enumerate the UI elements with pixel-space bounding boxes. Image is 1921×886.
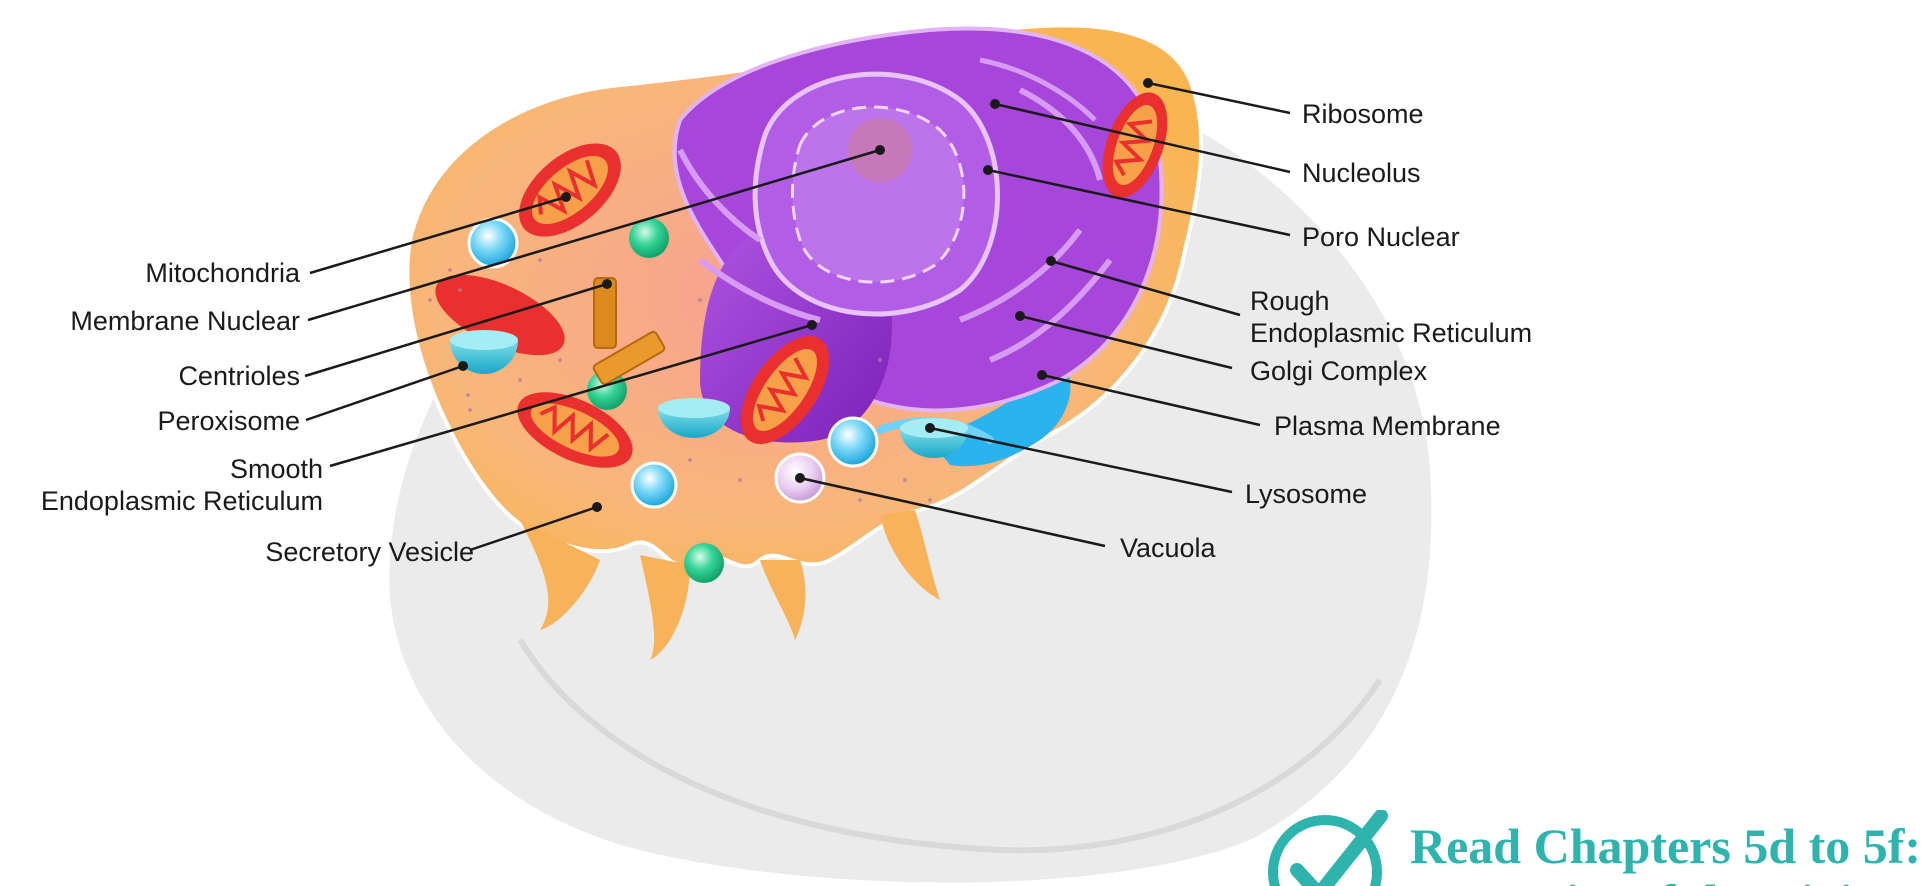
label-plasma-membrane: Plasma Membrane bbox=[1274, 410, 1501, 442]
label-smooth-er: Smooth Endoplasmic Reticulum bbox=[41, 453, 323, 517]
label-smooth-er-line1: Smooth bbox=[41, 453, 323, 485]
label-secretory-vesicle: Secretory Vesicle bbox=[265, 536, 474, 568]
label-membrane-nuclear: Membrane Nuclear bbox=[70, 305, 300, 337]
label-golgi-complex: Golgi Complex bbox=[1250, 355, 1427, 387]
label-vacuola: Vacuola bbox=[1120, 532, 1216, 564]
callout-text: Read Chapters 5d to 5f: Dynamics of the … bbox=[1410, 818, 1921, 886]
label-ribosome: Ribosome bbox=[1302, 98, 1424, 130]
label-nucleolus: Nucleolus bbox=[1302, 157, 1421, 189]
callout-line1: Read Chapters 5d to 5f: bbox=[1410, 818, 1921, 874]
label-smooth-er-line2: Endoplasmic Reticulum bbox=[41, 485, 323, 517]
read-chapters-callout[interactable]: Read Chapters 5d to 5f: Dynamics of the … bbox=[1255, 810, 1921, 886]
label-peroxisome: Peroxisome bbox=[157, 405, 300, 437]
check-circle-icon bbox=[1255, 810, 1395, 886]
label-mitochondria: Mitochondria bbox=[145, 257, 300, 289]
callout-line2: Dynamics of the Living bbox=[1410, 874, 1921, 886]
label-centrioles: Centrioles bbox=[178, 360, 300, 392]
label-lysosome: Lysosome bbox=[1245, 478, 1367, 510]
label-rough-er: Rough Endoplasmic Reticulum bbox=[1250, 285, 1532, 349]
label-rough-er-line1: Rough bbox=[1250, 285, 1532, 317]
label-poro-nuclear: Poro Nuclear bbox=[1302, 221, 1460, 253]
label-rough-er-line2: Endoplasmic Reticulum bbox=[1250, 317, 1532, 349]
